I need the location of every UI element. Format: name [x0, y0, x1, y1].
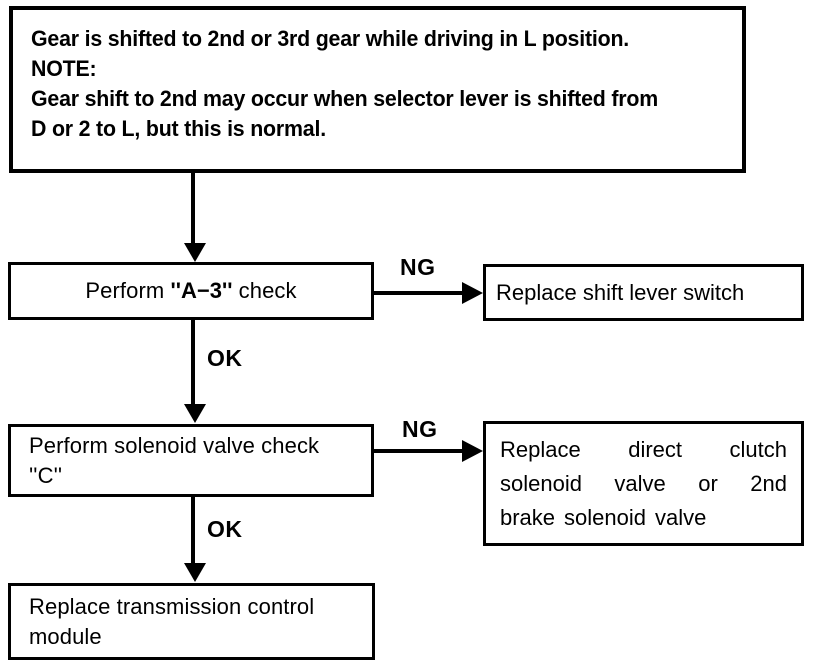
result-replace-switch-line-1: Replace shift lever switch [496, 279, 745, 305]
arrowhead-down-to-check-solenoid [184, 404, 206, 423]
arrowhead-down-to-check-a3 [184, 243, 206, 262]
symptom-line-4: D or 2 to L, but this is normal. [31, 116, 326, 141]
step-check-solenoid-line-2: ''C'' [29, 462, 63, 488]
result-replace-switch-text: Replace shift lever switch [486, 267, 801, 318]
result-solenoid-w7: 2nd [750, 470, 787, 496]
step-check-a3-line: Perform ''A−3'' check [31, 276, 351, 306]
result-replace-tcm-line-2: module [29, 623, 102, 649]
result-solenoid-w3: clutch [729, 436, 787, 462]
result-box-replace-shift-lever-switch: Replace shift lever switch [483, 264, 804, 321]
symptom-note-box: Gear is shifted to 2nd or 3rd gear while… [9, 6, 746, 173]
arrowhead-down-to-replace-tcm [184, 563, 206, 582]
step-check-solenoid-line-1: Perform solenoid valve check [29, 432, 320, 458]
step-check-a3-suffix: check [232, 278, 297, 303]
result-box-replace-transmission-control-module: Replace transmission control module [8, 583, 375, 660]
result-solenoid-w2: direct [628, 436, 683, 462]
arrowhead-right-to-replace-solenoid [462, 440, 483, 462]
connector-check-solenoid-ok [191, 497, 195, 564]
symptom-note-text: Gear is shifted to 2nd or 3rd gear while… [13, 10, 742, 169]
symptom-note-heading: NOTE: [31, 56, 97, 81]
step-check-a3-text: Perform ''A−3'' check [11, 265, 371, 317]
connector-check-solenoid-ng [374, 449, 470, 453]
result-solenoid-w10: valve [655, 504, 707, 530]
result-replace-solenoid-text: Replace direct clutch solenoid valve or … [486, 424, 801, 543]
result-solenoid-w8: brake [500, 504, 556, 530]
result-solenoid-w4: solenoid [500, 470, 582, 496]
connector-check-a3-ok [191, 320, 195, 405]
result-solenoid-w5: valve [614, 470, 666, 496]
result-solenoid-w1: Replace [500, 436, 581, 462]
result-solenoid-w6: or [698, 470, 718, 496]
result-replace-solenoid-line-2: solenoid valve or 2nd [500, 467, 787, 501]
connector-symptom-to-check-a3 [191, 173, 195, 245]
edge-label-ok-2: OK [207, 516, 243, 542]
edge-label-ng-1: NG [400, 254, 436, 280]
result-box-replace-solenoid-valve: Replace direct clutch solenoid valve or … [483, 421, 804, 546]
step-check-solenoid-text: Perform solenoid valve check ''C'' [11, 427, 371, 494]
result-solenoid-w9: solenoid [564, 504, 646, 530]
edge-label-ok-1: OK [207, 345, 243, 371]
arrowhead-right-to-replace-switch [462, 282, 483, 304]
step-box-check-solenoid-valve: Perform solenoid valve check ''C'' [8, 424, 374, 497]
result-replace-tcm-line-1: Replace transmission control [29, 593, 315, 619]
symptom-line-1: Gear is shifted to 2nd or 3rd gear while… [31, 26, 630, 51]
symptom-line-3: Gear shift to 2nd may occur when selecto… [31, 86, 658, 111]
step-check-a3-code: ''A−3'' [170, 278, 233, 303]
edge-label-ng-2: NG [402, 416, 438, 442]
result-replace-solenoid-line-1: Replace direct clutch [500, 433, 787, 467]
step-check-a3-prefix: Perform [85, 278, 171, 303]
step-box-check-a3: Perform ''A−3'' check [8, 262, 374, 320]
connector-check-a3-ng [374, 291, 470, 295]
result-replace-solenoid-line-3: brake solenoid valve [500, 501, 787, 535]
result-replace-tcm-text: Replace transmission control module [11, 586, 372, 657]
